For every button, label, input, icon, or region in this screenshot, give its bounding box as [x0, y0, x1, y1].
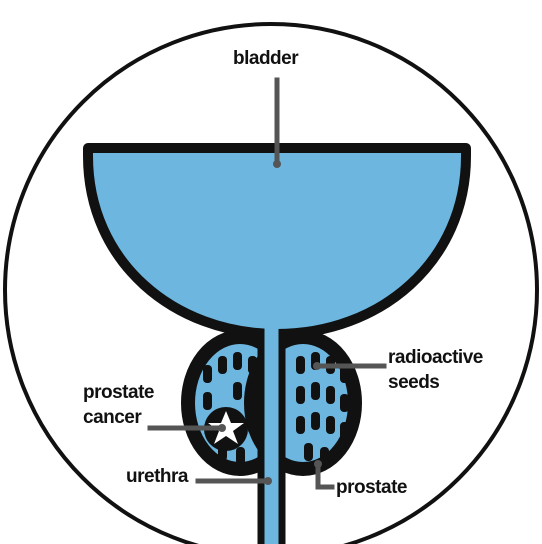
bladder-label: bladder — [233, 49, 298, 68]
radioactive-seeds-label-line1: radioactive — [388, 348, 483, 367]
bladder-shape — [88, 148, 466, 334]
urethra-label: urethra — [126, 467, 188, 486]
prostate-label: prostate — [336, 478, 407, 497]
prostate-cancer-label-line1: prostate — [83, 383, 154, 402]
prostate-cancer-label-line2: cancer — [83, 408, 141, 427]
radioactive-seeds-label-line2: seeds — [388, 373, 439, 392]
